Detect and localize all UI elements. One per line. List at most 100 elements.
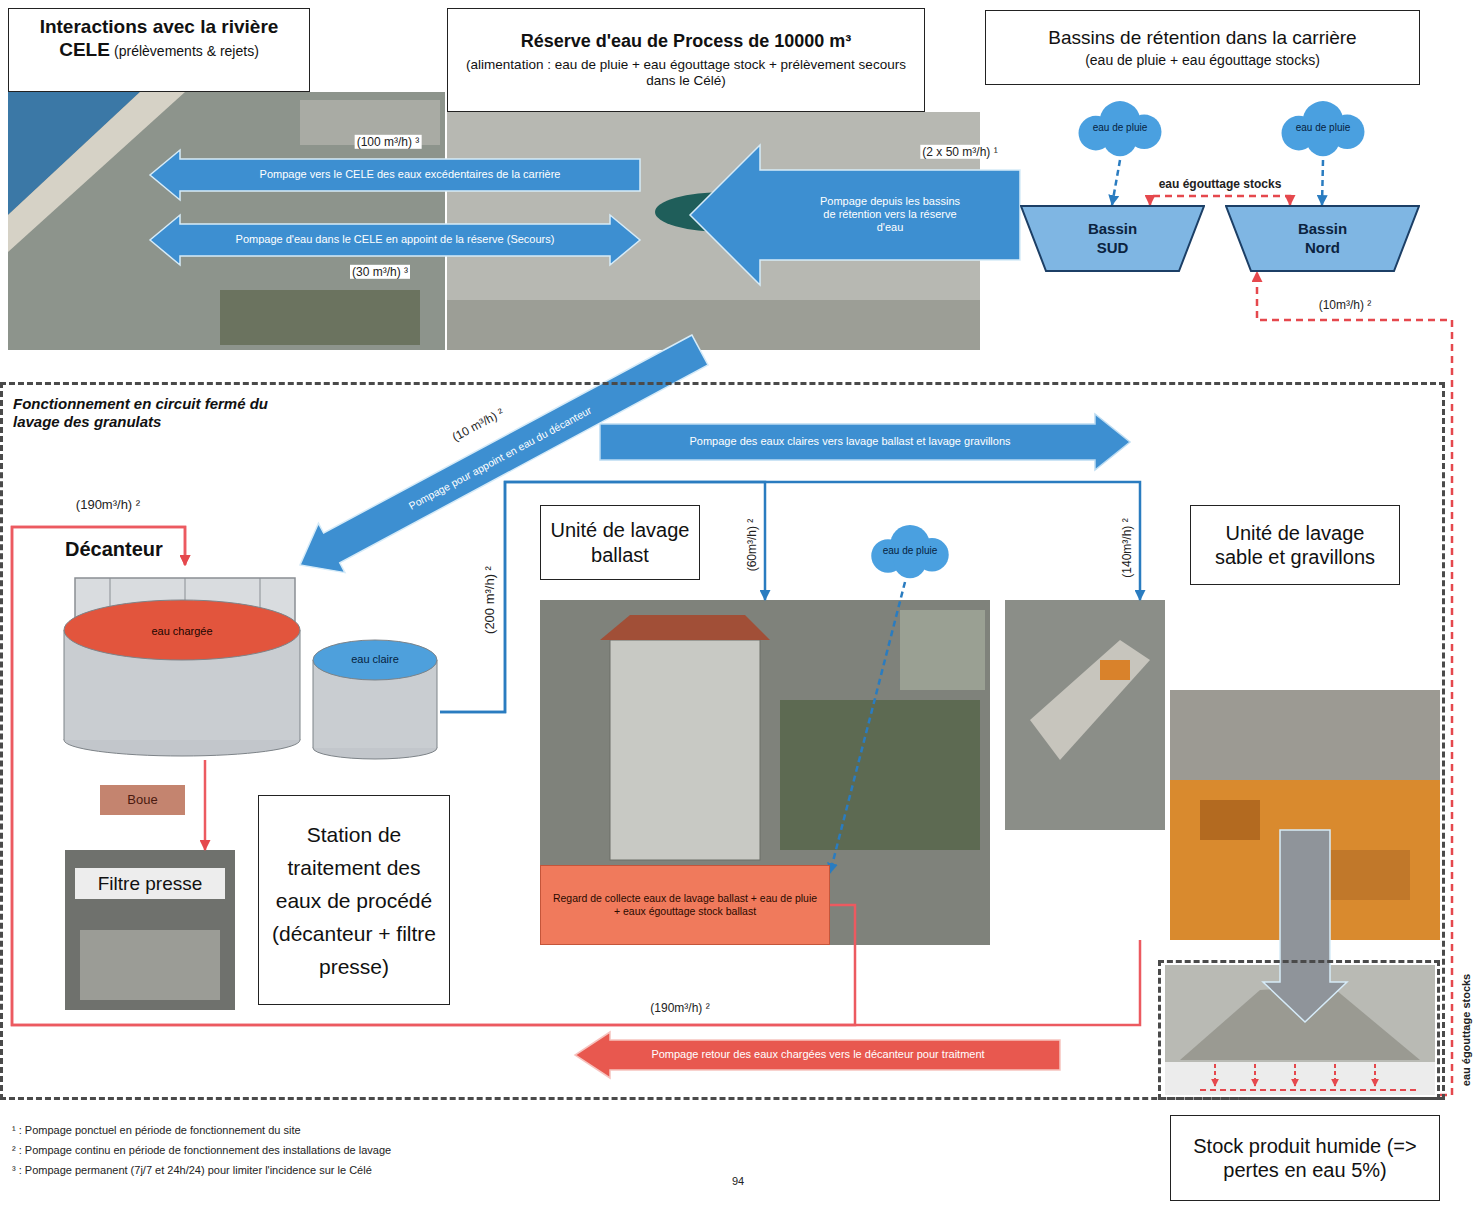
drip-arrow — [1294, 1064, 1296, 1086]
side-note: eau égouttage stocks — [1460, 972, 1473, 1088]
clear-water — [313, 640, 437, 680]
flow-line — [440, 482, 765, 712]
footnote: ³ : Pompage permanent (7j/7 et 24h/24) p… — [10, 1164, 374, 1177]
basin-outline — [1226, 206, 1419, 271]
stock-photo — [1170, 690, 1440, 780]
node-text: Unité de lavage sable et gravillons — [1199, 521, 1391, 570]
flow-line — [440, 482, 1140, 712]
basin-trapezoid: Bassin SUD — [1020, 205, 1205, 272]
drip-line — [1200, 1089, 1420, 1091]
flow-line — [1257, 272, 1452, 1095]
filter-press-photo — [65, 850, 235, 1010]
node-text: Filtre presse — [98, 872, 203, 895]
arrow-text: Pompage des eaux claires vers lavage bal… — [687, 435, 1012, 448]
heading-box: Stock produit humide (=> pertes en eau 5… — [1170, 1115, 1440, 1201]
sand-plant-panel: Unité de lavage sable et gravillons — [1005, 600, 1440, 940]
tank-side — [64, 630, 65, 740]
loaded-water — [64, 600, 300, 660]
tank-label: eau claire — [349, 653, 401, 666]
flow-line — [12, 527, 855, 1025]
sludge-box: Boue — [100, 785, 185, 815]
flow-rate: (200 m³/h) ² — [482, 564, 498, 636]
node-text: Fonctionnement en circuit fermé du lavag… — [13, 395, 313, 432]
footnote: ² : Pompage continu en période de foncti… — [10, 1144, 393, 1157]
footnote: ¹ : Pompage ponctuel en période de fonct… — [10, 1124, 303, 1137]
edge-label: Pompage vers le CELE des eaux excédentai… — [192, 168, 628, 181]
flow-arrow — [575, 1032, 1060, 1078]
node-text: Réserve d'eau de Process de 10000 m³ — [521, 31, 851, 53]
drain-zone — [1165, 1062, 1435, 1095]
gravel-shade — [1200, 800, 1260, 840]
edge-label: (10m³/h) ² — [1316, 298, 1375, 312]
ballast-building — [610, 640, 760, 860]
node-text: Boue — [127, 792, 157, 808]
title-box: Bassins de rétention dans la carrière (ea… — [985, 10, 1420, 85]
heading-box: Unité de lavage ballast — [540, 505, 700, 580]
node-text: (eau de pluie + eau égouttage stocks) — [1085, 52, 1320, 69]
edge-label: eau égouttage stocks — [1156, 177, 1285, 191]
flow-line — [1322, 160, 1323, 205]
flow-arrow — [150, 150, 640, 200]
node-text: Bassin Nord — [1291, 220, 1355, 257]
node-text: (alimentation : eau de pluie + eau égout… — [456, 57, 916, 90]
node-text: Station de traitement des eaux de procéd… — [267, 818, 441, 983]
heading-box: Réserve d'eau de Process de 10000 m³ (ali… — [447, 8, 925, 112]
drip-arrow — [1374, 1064, 1376, 1086]
node-text: Regard de collecte eaux de lavage ballas… — [549, 892, 821, 918]
flow-rate: (2 x 50 m³/h) ¹ — [920, 145, 999, 159]
heading-box: Unité de lavage sable et gravillons — [1190, 505, 1400, 585]
flow-line — [1112, 160, 1120, 205]
heading-box: Décanteur — [65, 538, 215, 561]
basin-outline — [1021, 206, 1204, 271]
drip-arrow — [1334, 1064, 1336, 1086]
conveyor — [1030, 640, 1150, 760]
collection-box: Regard de collecte eaux de lavage ballas… — [540, 865, 830, 945]
drip-arrow — [1254, 1064, 1256, 1086]
node-text: Stock produit humide (=> pertes en eau 5… — [1179, 1134, 1431, 1183]
node-text: Bassin SUD — [1081, 220, 1145, 257]
ballast-panel: Unité de lavage ballastRegard de collect… — [540, 600, 990, 945]
node-text: Unité de lavage ballast — [549, 518, 691, 567]
quarry-ground — [447, 300, 980, 350]
stock-panel: Stock produit humide (=> pertes en eau 5… — [1158, 960, 1440, 1100]
vegetation — [220, 290, 420, 345]
ballast-photo — [540, 600, 990, 945]
rain-cloud: eau de pluie — [1065, 96, 1175, 160]
heading-box: Filtre presse — [75, 868, 225, 899]
tank-side — [313, 660, 314, 748]
rain-cloud: eau de pluie — [1268, 96, 1378, 160]
process-box: Station de traitement des eaux de procéd… — [258, 795, 450, 1005]
node-text: eau de pluie — [1093, 122, 1148, 134]
node-text: (prélèvements & rejets) — [114, 43, 259, 59]
river-photo — [8, 92, 445, 350]
edge-label: (60m³/h) ² — [745, 516, 759, 575]
flow-arrow — [600, 414, 1130, 470]
filter-press-panel: Filtre presse — [65, 850, 235, 1010]
basin-trapezoid: Bassin Nord — [1225, 205, 1420, 272]
flow-line — [830, 582, 905, 873]
edge-label: (140m³/h) ² — [1120, 515, 1134, 580]
trees — [780, 700, 980, 850]
flow-rate: (100 m³/h) ³ — [355, 135, 422, 149]
group-frame: Fonctionnement en circuit fermé du lavag… — [0, 382, 1445, 1100]
edge-label: Pompage depuis les bassins de rétention … — [812, 195, 968, 235]
flow-rate: (10 m³/h) ² — [448, 405, 508, 446]
flow-arrow — [690, 145, 1020, 285]
node-text: eau de pluie — [1296, 122, 1351, 134]
node-text: Bassins de rétention dans la carrière — [1048, 26, 1356, 49]
building-roof — [600, 615, 770, 640]
flow-rate: (30 m³/h) ³ — [350, 265, 410, 279]
heading-box: Interactions avec la rivière CELE(prélèv… — [8, 8, 310, 92]
arrow-text: Pompage retour des eaux chargées vers le… — [649, 1048, 986, 1061]
drip-arrow — [1214, 1064, 1216, 1086]
heading-box: Fonctionnement en circuit fermé du lavag… — [13, 395, 313, 432]
flow-arrow — [1263, 830, 1347, 1022]
node-text: Décanteur — [65, 538, 163, 561]
tank-label: eau chargée — [149, 625, 214, 638]
flow-rate: (190m³/h) ² — [74, 497, 142, 513]
flow-arrow — [150, 215, 640, 265]
flow-line — [12, 527, 1140, 1025]
rain-cloud: eau de pluie — [860, 520, 960, 582]
flow-line — [204, 760, 207, 850]
tank-side — [300, 630, 301, 740]
